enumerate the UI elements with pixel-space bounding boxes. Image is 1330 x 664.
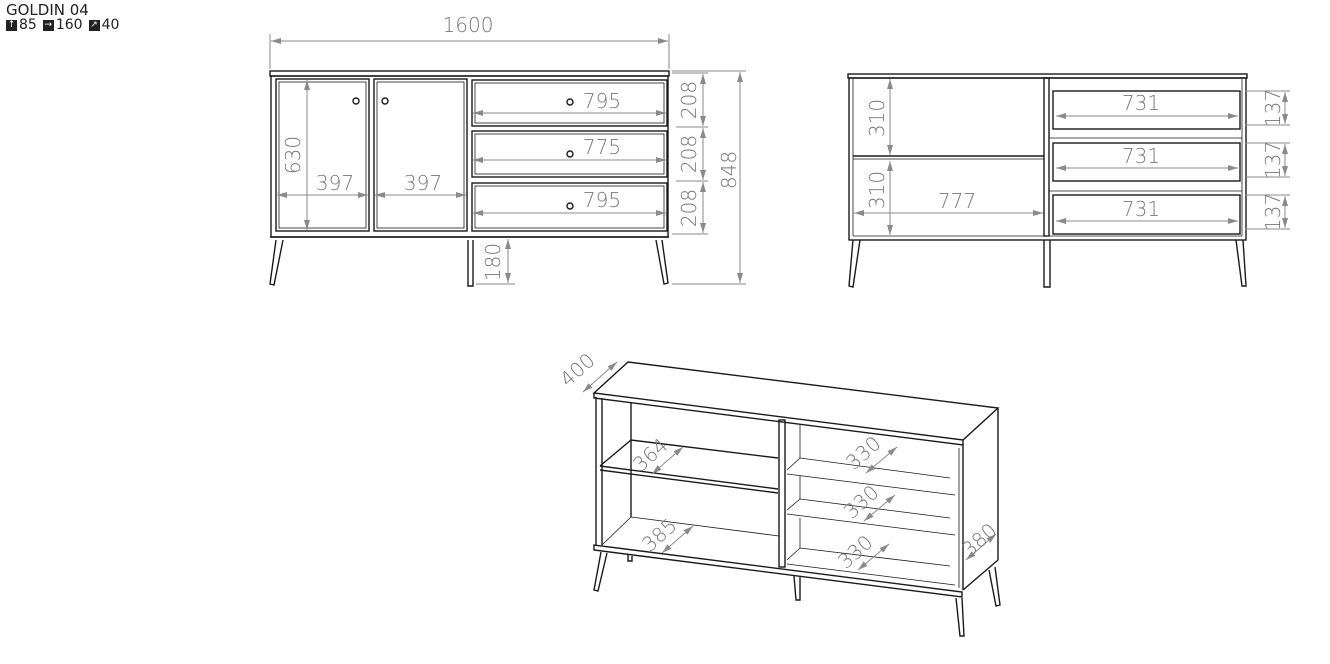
dim-shelf-depth-bottom: 385 — [637, 513, 681, 556]
dim-drawer-width-1: 795 — [583, 89, 621, 113]
dim-drawer-width-3: 795 — [583, 188, 621, 212]
dim-drawer-depth-1: 330 — [841, 431, 885, 474]
divider — [1043, 77, 1050, 237]
leg — [1043, 240, 1051, 288]
leg — [269, 239, 284, 286]
interior-view: 310 310 777 731 731 731 137 137 137 — [847, 73, 1290, 288]
leg — [1235, 239, 1247, 287]
spec-width-value: 160 — [55, 17, 83, 33]
arrow-diagonal-icon: ↗ — [88, 19, 100, 31]
drawer-1 — [471, 79, 668, 127]
dim-drawer-depth-2: 330 — [839, 480, 883, 523]
isometric-view: 400 364 385 330 330 330 380 — [555, 348, 1002, 637]
dim-total-width: 1600 — [443, 13, 494, 37]
dim-drawer-height-1: 208 — [677, 81, 701, 119]
arrow-up-icon: ↑ — [6, 19, 17, 31]
dim-drawer-inner-width-1: 731 — [1122, 91, 1160, 115]
dim-compartment-width: 777 — [938, 189, 976, 213]
dim-total-height: 848 — [717, 151, 741, 189]
shelf — [599, 439, 779, 494]
drawer-box-3 — [1052, 194, 1241, 235]
dim-drawer-width-2: 775 — [583, 135, 621, 159]
dim-drawer-inner-width-2: 731 — [1122, 144, 1160, 168]
dim-side-depth: 380 — [957, 518, 1001, 561]
bottom-panel — [593, 544, 963, 598]
product-name: GOLDIN 04 — [6, 1, 89, 19]
spec-depth-value: 40 — [101, 17, 120, 33]
knob — [566, 150, 574, 158]
dim-shelf-height-1: 310 — [865, 99, 889, 137]
dim-leg-height: 180 — [481, 243, 505, 281]
drawer-box-2 — [1052, 142, 1241, 182]
drawer-3 — [471, 182, 668, 232]
front-view: 1600 630 397 397 795 775 795 208 208 208… — [269, 13, 746, 287]
dim-shelf-height-2: 310 — [865, 171, 889, 209]
drawer-box-1 — [1052, 90, 1241, 130]
spec-height-value: 85 — [19, 17, 37, 33]
knob — [352, 97, 360, 105]
dim-drawer-inner-height-3: 137 — [1261, 193, 1285, 231]
door-right — [373, 78, 468, 232]
spec-height: ↑85 — [6, 17, 37, 33]
dim-drawer-height-2: 208 — [677, 135, 701, 173]
spec-width: →160 — [42, 17, 83, 33]
leg — [655, 239, 669, 285]
leg — [988, 566, 1001, 607]
dim-drawer-inner-width-3: 731 — [1122, 197, 1160, 221]
dim-door-width-left: 397 — [316, 171, 354, 195]
top-panel — [592, 361, 1000, 441]
door-left — [275, 78, 370, 232]
arrow-right-icon: → — [42, 19, 54, 31]
leg — [848, 239, 861, 288]
leg — [793, 575, 801, 601]
product-specs: ↑85 →160 ↗40 — [6, 17, 119, 33]
dim-door-width-right: 397 — [404, 171, 442, 195]
dim-drawer-height-3: 208 — [677, 189, 701, 227]
knob — [381, 97, 389, 105]
dim-drawer-depth-3: 330 — [833, 530, 877, 573]
drawer-2 — [471, 130, 668, 178]
leg — [593, 551, 608, 592]
dim-door-height: 630 — [281, 136, 305, 174]
dim-drawer-inner-height-1: 137 — [1261, 89, 1285, 127]
leg — [955, 597, 965, 637]
dim-drawer-inner-height-2: 137 — [1261, 141, 1285, 179]
divider — [778, 419, 786, 568]
leg — [467, 240, 474, 287]
spec-depth: ↗40 — [88, 17, 120, 33]
dim-depth: 400 — [555, 348, 599, 391]
leg — [627, 555, 633, 562]
knob — [566, 202, 574, 210]
knob — [566, 98, 574, 106]
